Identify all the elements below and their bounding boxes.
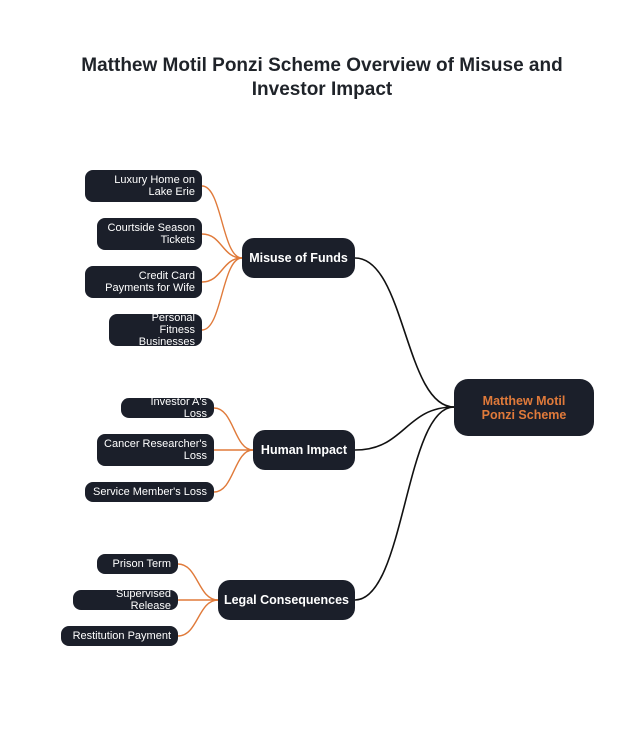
branch-human-impact: Human Impact [253, 430, 355, 470]
leaf-label: Investor A's Loss [150, 396, 207, 420]
link-misuse-2 [201, 233, 243, 259]
link-misuse-4 [201, 257, 243, 331]
link-root-misuse [354, 257, 455, 408]
branch-misuse-of-funds: Misuse of Funds [242, 238, 355, 278]
link-misuse-1 [201, 185, 243, 259]
leaf-label: Courtside Season Tickets [107, 222, 195, 246]
leaf-prison-term: Prison Term [97, 554, 178, 574]
leaf-service-member-loss: Service Member's Loss [85, 482, 214, 502]
leaf-label: Credit Card Payments for Wife [105, 270, 195, 294]
leaf-credit-card-payments: Credit Card Payments for Wife [85, 266, 202, 298]
root-node: Matthew Motil Ponzi Scheme [454, 379, 594, 436]
leaf-label: Service Member's Loss [93, 486, 207, 498]
link-root-legal [354, 406, 455, 601]
leaf-investor-a-loss: Investor A's Loss [121, 396, 214, 420]
title-line-1: Matthew Motil Ponzi Scheme Overview of M… [81, 55, 563, 76]
title-line-2: Investor Impact [251, 79, 393, 100]
leaf-fitness-businesses: Personal Fitness Businesses [109, 312, 202, 348]
leaf-supervised-release: Supervised Release [73, 588, 178, 612]
leaf-label: Prison Term [112, 558, 171, 570]
link-human-1 [213, 407, 254, 451]
leaf-label: Cancer Researcher's Loss [104, 438, 207, 462]
link-human-3 [213, 449, 254, 493]
branch-legal-consequences: Legal Consequences [218, 580, 355, 620]
link-legal-1 [177, 563, 219, 601]
link-legal-3 [177, 599, 219, 637]
link-misuse-3 [201, 257, 243, 283]
leaf-label: Luxury Home on Lake Erie [114, 174, 195, 198]
leaf-label: Supervised Release [115, 588, 171, 612]
leaf-label: Personal Fitness Businesses [138, 312, 195, 348]
leaf-label: Restitution Payment [72, 630, 171, 642]
leaf-cancer-researcher-loss: Cancer Researcher's Loss [97, 434, 214, 466]
leaf-luxury-home: Luxury Home on Lake Erie [85, 170, 202, 202]
link-root-human [354, 406, 455, 451]
branch-label: Human Impact [260, 443, 348, 457]
diagram-title: Matthew Motil Ponzi Scheme Overview of M… [0, 54, 644, 102]
root-node-label: Matthew Motil Ponzi Scheme [481, 393, 567, 422]
branch-label: Misuse of Funds [249, 251, 348, 265]
branch-label: Legal Consequences [223, 593, 350, 607]
leaf-restitution-payment: Restitution Payment [61, 626, 178, 646]
leaf-courtside-tickets: Courtside Season Tickets [97, 218, 202, 250]
